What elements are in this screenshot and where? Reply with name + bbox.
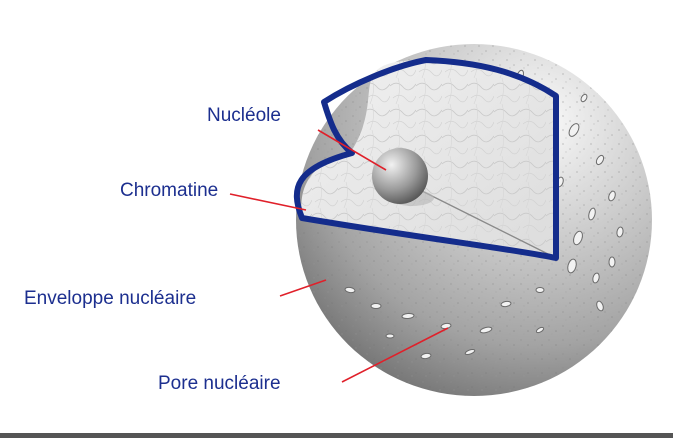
- nucleole-sphere: [372, 148, 428, 204]
- label-enveloppe-nucleaire: Enveloppe nucléaire: [24, 289, 196, 308]
- label-chromatine: Chromatine: [120, 181, 218, 200]
- label-nucleole: Nucléole: [207, 106, 281, 125]
- bottom-rule: [0, 433, 673, 438]
- label-pore-nucleaire: Pore nucléaire: [158, 374, 281, 393]
